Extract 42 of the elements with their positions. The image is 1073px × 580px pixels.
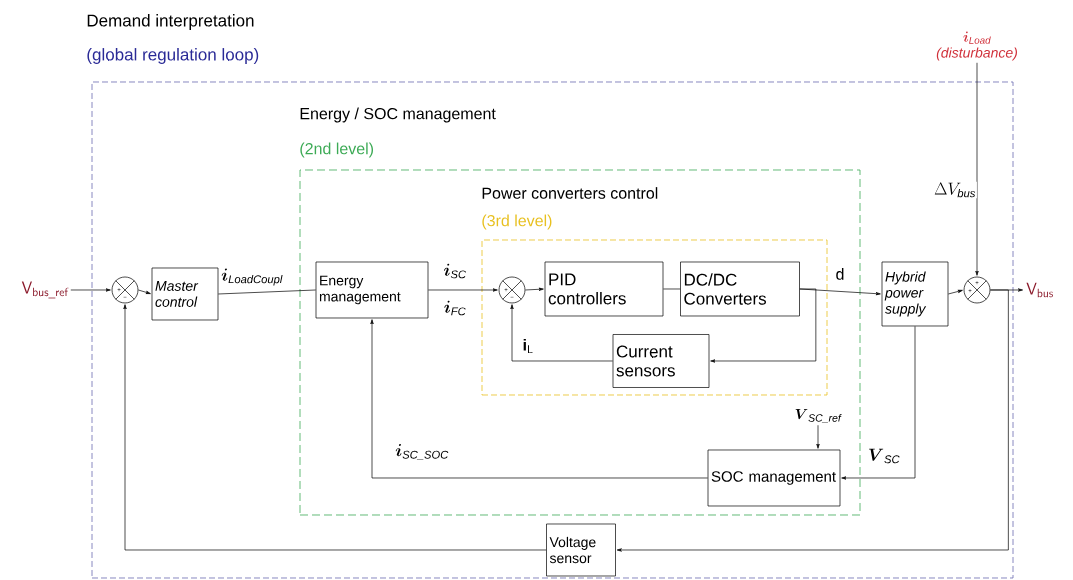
signal-label: $\mathsf{V}_{\mathsf{bus\_ref}}$ [21,281,69,299]
edge-label: $\boldsymbol{i}_{\mathit{LoadCoupl}}$ [220,267,284,287]
node-label: (3rd level) [482,214,552,230]
edge-label: $\Delta V_{\mathit{bus}}$ [933,181,977,199]
arrow [123,304,547,551]
edge-label: $\boldsymbol{i}_{\mathit{SC}}$ [442,262,468,280]
summing-junction [498,276,526,304]
node-label: (2nd level) [300,142,374,158]
arrow [510,304,613,362]
edge-label: $\boldsymbol{i}_{\mathit{SC\_SOC}}$ [394,443,450,461]
arrow [428,288,498,292]
arrow [70,288,111,292]
arrow [816,424,820,449]
edge-label: $\boldsymbol{V}_{\mathit{SC}}$ [866,447,902,465]
block-box: SOC management [707,449,841,507]
arrow [616,289,1009,552]
edge-label: $\mathbf{i}_{\mathsf{L}}$ [521,337,535,355]
arrow [370,319,708,479]
arrow [948,289,963,295]
block-box: Voltage sensor [546,523,616,577]
block-box: Master control [151,267,219,321]
node-label: Energy / SOC management [300,107,496,123]
node-label: Demand interpretation [87,14,254,30]
signal-label: $\boldsymbol{i}_{\mathit{Load}}$ (disturbance) [936,31,1017,61]
block-box: Current sensors [612,334,710,388]
block-box: PID controllers [544,261,664,317]
arrow [710,288,817,363]
edge-label: d [834,267,846,281]
summing-junction [111,276,139,304]
signal-label: $\mathsf{V}_{\mathsf{bus}}$ [1026,282,1053,298]
arrow [841,326,916,480]
block-box: Energy management [315,261,429,319]
arrow [975,62,979,276]
signal-label: $\boldsymbol{i}_{\mathit{FC}}$ [444,300,466,316]
node-label: Power converters control [482,187,658,199]
node-label: (global regulation loop) [87,48,259,64]
summing-junction [963,276,991,304]
block-box: DC/DC Converters [680,261,800,317]
signal-label: $\boldsymbol{V}_{\mathit{SC\_ref}}$ [795,409,842,423]
arrow [138,289,151,294]
block-box: Hybrid power supply [881,261,949,327]
arrow [525,287,544,291]
